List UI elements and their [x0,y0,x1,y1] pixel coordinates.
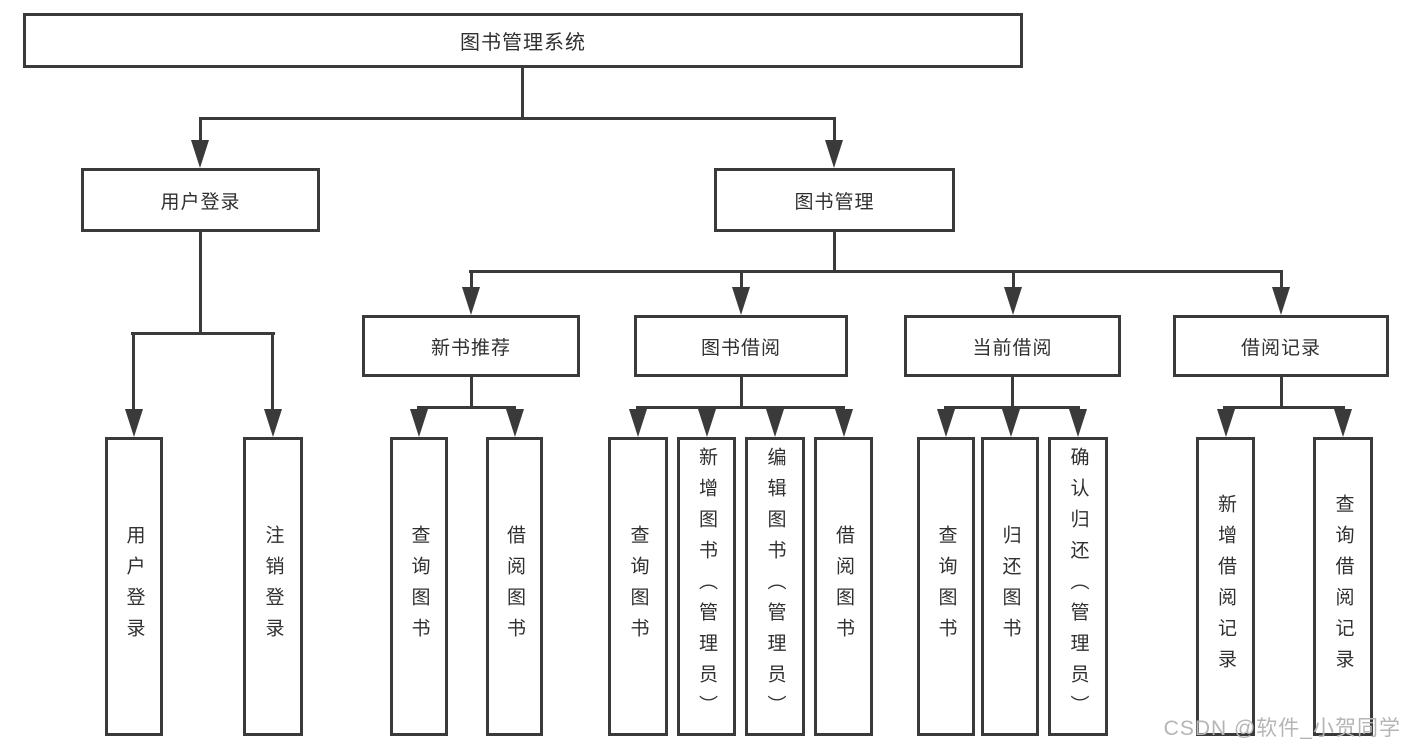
connector-user-login-stem [199,232,202,335]
arrow-down-icon [125,409,143,437]
leaf-query-books-2: 查询图书 [608,437,668,736]
arrow-down-icon [1217,409,1235,437]
connector-new-book-branch [417,406,516,409]
node-current-borrow: 当前借阅 [904,315,1121,377]
connector-borrow-records-stem [1280,377,1283,409]
leaf-add-borrow-record: 新增借阅记录 [1196,437,1255,736]
connector-drop-user-login [199,117,202,141]
leaf-query-borrow-record: 查询借阅记录 [1313,437,1373,736]
connector-book-borrow-branch [636,406,845,409]
connector-root-stem [521,68,524,118]
leaf-query-books-1: 查询图书 [390,437,448,736]
connector-borrow-records-branch [1223,406,1345,409]
node-book-management: 图书管理 [714,168,955,232]
connector-user-login-branch [131,332,275,335]
connector-new-book-stem [470,377,473,409]
connector-drop-borrow-records [1280,270,1283,287]
node-new-book-recommend: 新书推荐 [362,315,580,377]
node-library-system: 图书管理系统 [23,13,1023,68]
leaf-user-login: 用户登录 [105,437,163,736]
arrow-down-icon [698,409,716,437]
arrow-down-icon [462,287,480,315]
arrow-down-icon [937,409,955,437]
leaf-borrow-books-2: 借阅图书 [814,437,873,736]
arrow-down-icon [506,409,524,437]
csdn-watermark: CSDN @软件_小贺同学 [1163,717,1401,740]
connector-drop-leaf-logout [271,332,274,409]
connector-book-borrow-stem [740,377,743,409]
arrow-down-icon [835,409,853,437]
arrow-down-icon [825,140,843,168]
leaf-borrow-books-1: 借阅图书 [486,437,543,736]
leaf-confirm-return-admin: 确认归还（管理员） [1048,437,1108,736]
connector-current-borrow-stem [1011,377,1014,409]
connector-book-mgmt-branch [469,270,1283,273]
node-book-borrow: 图书借阅 [634,315,848,377]
connector-drop-current-borrow [1012,270,1015,287]
arrow-down-icon [1004,287,1022,315]
leaf-edit-books-admin: 编辑图书（管理员） [745,437,805,736]
leaf-logout: 注销登录 [243,437,303,736]
connector-drop-leaf-user-login [132,332,135,409]
leaf-return-books: 归还图书 [981,437,1039,736]
arrow-down-icon [1272,287,1290,315]
connector-drop-book-management [833,117,836,141]
leaf-query-books-3: 查询图书 [917,437,975,736]
node-user-login: 用户登录 [81,168,320,232]
arrow-down-icon [629,409,647,437]
arrow-down-icon [264,409,282,437]
connector-root-branch [199,117,836,120]
connector-drop-new-book [470,270,473,287]
connector-drop-book-borrow [740,270,743,287]
arrow-down-icon [191,140,209,168]
node-borrow-records: 借阅记录 [1173,315,1389,377]
arrow-down-icon [766,409,784,437]
leaf-add-books-admin: 新增图书（管理员） [677,437,736,736]
arrow-down-icon [410,409,428,437]
arrow-down-icon [732,287,750,315]
arrow-down-icon [1002,409,1020,437]
connector-book-mgmt-stem [833,232,836,273]
arrow-down-icon [1334,409,1352,437]
arrow-down-icon [1069,409,1087,437]
